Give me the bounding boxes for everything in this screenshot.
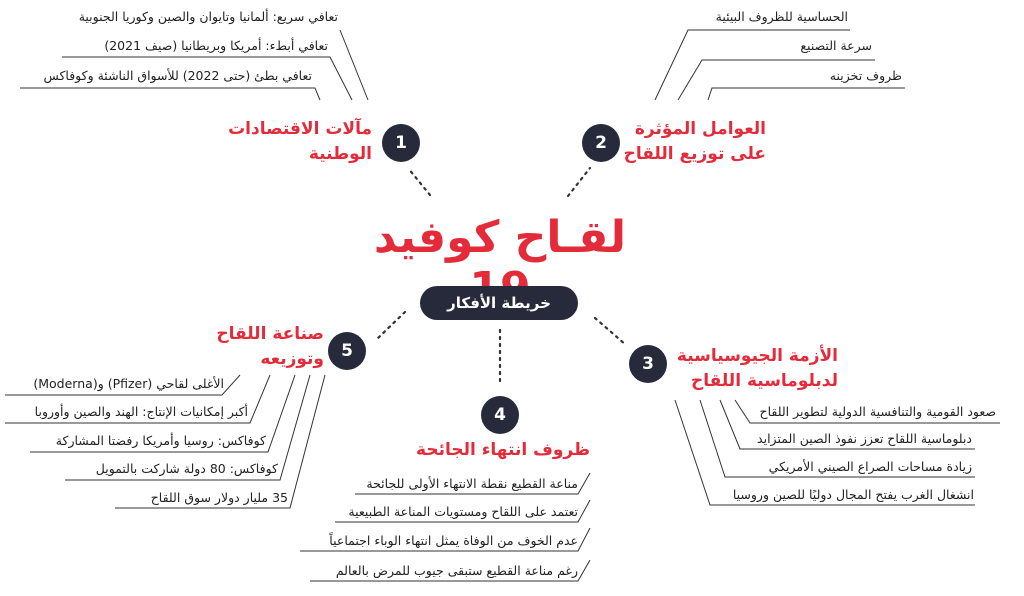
leader-line-1-3 <box>20 87 321 101</box>
branch-2-item-3: ظروف تخزينه <box>829 68 902 83</box>
branch-heading-2-line2: على توزيع اللقاح <box>623 144 766 164</box>
branch-number-5: 5 <box>328 332 366 370</box>
branch-1-item-2: تعافي أبطء: أمريكا وبريطانيا (صيف 2021) <box>104 38 328 53</box>
leader-line-4-2 <box>335 499 591 523</box>
branch-heading-1-line1: مآلات الاقتصادات <box>228 119 372 139</box>
branch-number-3: 3 <box>629 345 667 383</box>
branch-4-item-4: رغم مناعة القطيع ستبقى جيوب للمرض بالعال… <box>335 563 578 578</box>
branch-heading-2: العوامل المؤثرة على توزيع اللقاح <box>624 117 766 167</box>
dotted-connector-5 <box>376 310 407 340</box>
mind-map-badge: خريطة الأفكار <box>420 286 578 320</box>
leader-line-5-5 <box>115 374 326 509</box>
branch-5-item-3: كوفاكس: روسيا وأمريكا رفضتا المشاركة <box>55 433 266 448</box>
leader-line-3-2 <box>719 399 975 450</box>
branch-2-item-1: الحساسية للظروف البيئية <box>715 9 848 24</box>
leader-line-3-4 <box>674 399 975 506</box>
branch-heading-5-line2: وتوزيعه <box>260 349 324 369</box>
leader-line-1-2 <box>62 56 353 101</box>
branch-heading-3-line2: لدبلوماسية اللقاح <box>691 371 838 391</box>
leader-line-3-3 <box>699 399 975 478</box>
leader-line-4-3 <box>300 527 591 552</box>
leader-line-3-1 <box>734 399 1000 424</box>
branch-heading-1: مآلات الاقتصادات الوطنية <box>228 117 372 167</box>
leader-line-2-2 <box>677 59 875 101</box>
leader-line-2-1 <box>654 29 850 101</box>
leader-line-5-1 <box>5 374 241 396</box>
branch-number-2: 2 <box>582 124 620 162</box>
branch-3-item-4: انشغال الغرب يفتح المجال دوليًا للصين ور… <box>732 487 974 502</box>
branch-2-item-2: سرعة التصنيع <box>800 38 872 53</box>
branch-number-4: 4 <box>481 396 519 434</box>
branch-4-item-2: تعتمد على اللقاح ومستويات المناعة الطبيع… <box>348 504 578 519</box>
branch-5-item-1: الأغلى لقاحي (Pfizer) و(Moderna) <box>33 376 224 391</box>
dotted-connector-3 <box>593 316 628 347</box>
branch-5-item-4: كوفاكس: 80 دولة شاركت بالتمويل <box>95 461 278 476</box>
branch-3-item-3: زيادة مساحات الصراع الصيني الأمريكي <box>768 459 972 474</box>
branch-number-1: 1 <box>382 124 420 162</box>
leader-line-2-3 <box>707 87 905 101</box>
leader-line-5-3 <box>30 374 296 453</box>
branch-heading-1-line2: الوطنية <box>308 144 372 164</box>
branch-3-item-2: دبلوماسية اللقاح تعزز نفوذ الصين المتزاي… <box>757 431 972 446</box>
branch-4-item-3: عدم الخوف من الوفاة يمثل انتهاء الوباء ا… <box>329 533 578 548</box>
branch-1-item-1: تعافي سريع: ألمانيا وتايوان والصين وكوري… <box>78 9 338 24</box>
branch-heading-3: الأزمة الجيوسياسية لدبلوماسية اللقاح <box>677 344 838 394</box>
branch-3-item-1: صعود القومية والتنافسية الدولية لتطوير ا… <box>759 404 997 419</box>
leader-line-5-2 <box>5 374 271 424</box>
leader-line-4-4 <box>310 559 591 582</box>
branch-heading-3-line1: الأزمة الجيوسياسية <box>676 346 838 366</box>
branch-heading-4: ظروف انتهاء الجائحة <box>416 438 590 463</box>
branch-heading-5: صناعة اللقاح وتوزيعه <box>216 322 324 372</box>
leader-line-1-1 <box>339 29 369 101</box>
branch-5-item-5: 35 مليار دولار سوق اللقاح <box>150 490 288 505</box>
branch-5-item-2: أكبر إمكانيات الإنتاج: الهند والصين وأور… <box>34 404 248 419</box>
dotted-connector-2 <box>566 166 592 198</box>
branch-4-item-1: مناعة القطيع نقطة الانتهاء الأولى للجائح… <box>366 476 578 491</box>
leader-line-5-4 <box>65 374 311 481</box>
leader-line-4-1 <box>355 472 591 495</box>
branch-heading-5-line1: صناعة اللقاح <box>216 324 324 344</box>
branch-heading-2-line1: العوامل المؤثرة <box>634 119 766 139</box>
dotted-connector-1 <box>406 166 432 197</box>
branch-heading-4-line1: ظروف انتهاء الجائحة <box>416 440 590 460</box>
branch-1-item-3: تعافي بطئ (حتى 2022) للأسواق الناشئة وكو… <box>43 68 312 83</box>
